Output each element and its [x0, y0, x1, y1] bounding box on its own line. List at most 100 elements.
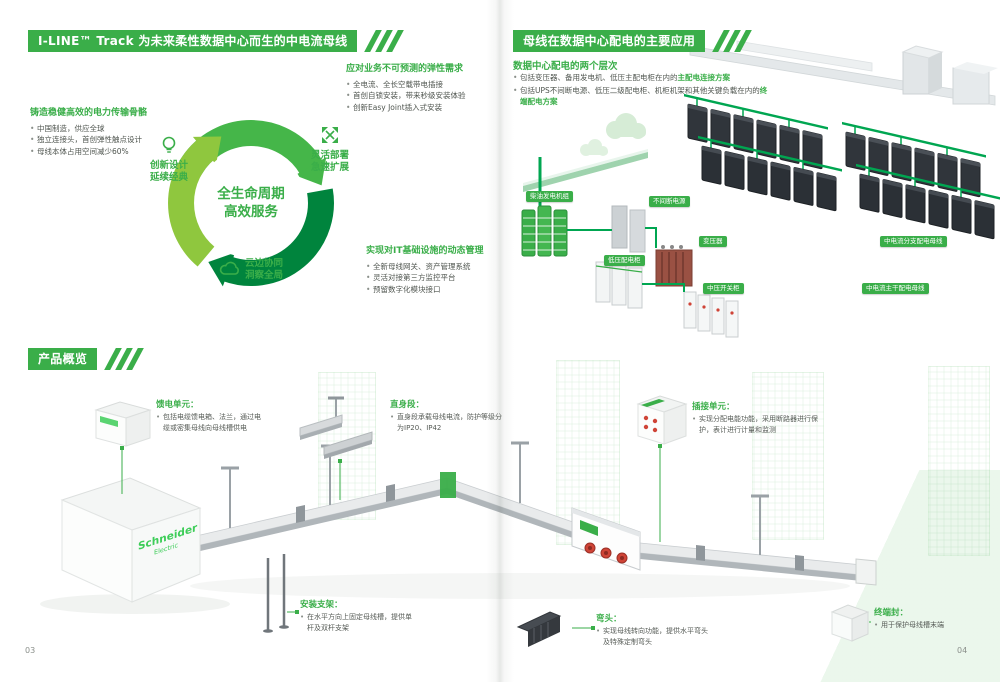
lifecycle-ring-diagram: [168, 120, 334, 287]
callout-feed-unit: 馈电单元： 包括电缆馈电箱、法兰，通过电缆或密集母线向母线槽供电: [156, 398, 264, 433]
feature-bullets: 全电流、全长空载带电插接 首创自锁安装，带来秒级安装体验 创新Easy Join…: [346, 79, 498, 114]
ring-arrow-icon: [208, 252, 236, 287]
overview-header-banner: 产品概览: [28, 348, 145, 370]
callout-elbow: 弯头： 实现母线转向功能，提供水平弯头及特殊定制弯头: [596, 612, 714, 647]
bracket-rods: [263, 554, 289, 633]
rail-end-cap: [855, 558, 877, 586]
monitor-unit: [571, 507, 641, 571]
feature-bullets: 中国制造，供应全球 独立连接头，首创弹性触点设计 母线本体占用空间减少60%: [30, 123, 156, 158]
rack-row: [856, 163, 1000, 240]
callout-desc: 用于保护母线槽末端: [874, 620, 966, 631]
power-links: [567, 227, 685, 292]
bullet-item: 母线本体占用空间减少60%: [30, 146, 156, 158]
schneider-feed-box: Schneider Electric: [60, 477, 202, 603]
easy-joint: [440, 472, 456, 498]
bullet-text: 包括变压器、备用发电机、低压主配电柜在内的: [520, 73, 678, 82]
ring-arrow-icon: [192, 136, 222, 165]
label-trunk-busway: 中电流主干配电母线: [862, 283, 929, 294]
ring-arrow-icon: [295, 157, 327, 186]
bullet-item: 独立连接头，首创弹性触点设计: [30, 134, 156, 146]
connector-nodes: [120, 444, 662, 630]
bullet-item: 包括UPS不间断电源、低压二级配电柜、机柜机架和其他关键负载在内的终端配电方案: [513, 85, 771, 108]
feature-block-backbone: 铸造稳健高效的电力传输骨骼 中国制造，供应全球 独立连接头，首创弹性触点设计 母…: [30, 108, 156, 158]
right-header-banner: 母线在数据中心配电的主要应用: [513, 30, 753, 52]
page-number-right: 04: [957, 646, 968, 655]
left-header-banner: I-LINE™ Track 为未来柔性数据中心而生的中电流母线: [28, 30, 405, 52]
cloud-icon: [219, 261, 239, 275]
ring-center: [196, 148, 306, 258]
overhead-ducts: [689, 40, 998, 106]
lifecycle-center-line2: 高效服务: [224, 204, 278, 221]
bullet-item: 创新Easy Joint插入式安装: [346, 102, 498, 114]
callout-title: 直身段：: [390, 400, 425, 410]
label-transformer: 变压器: [699, 236, 727, 247]
ring-segment-left: [168, 139, 215, 267]
feature-block-flex: 应对业务不可预测的弹性需求 全电流、全长空载带电插接 首创自锁安装，带来秒级安装…: [346, 64, 498, 114]
endcap-icon: [830, 604, 870, 642]
hatch-decoration-icon: [712, 30, 753, 52]
label-branch-busway: 中电流分支配电母线: [880, 236, 947, 247]
callout-desc: 实现分配电能功能，采用断路器进行保护，表计进行计量和监测: [692, 414, 820, 435]
monitor-screen: [580, 520, 598, 536]
diesel-generator: [521, 205, 568, 257]
bullet-item: 全新母线网关、资产管理系统: [366, 261, 516, 273]
overview-title: 产品概览: [28, 348, 98, 370]
left-page-title: I-LINE™ Track 为未来柔性数据中心而生的中电流母线: [28, 30, 358, 52]
bullet-item: 包括变压器、备用发电机、低压主配电柜在内的主配电连接方案: [513, 72, 771, 84]
mv-switchgear: [683, 291, 739, 338]
callout-endcap: 终端封： 用于保护母线槽末端: [874, 606, 966, 631]
expand-arrows-icon: [322, 127, 338, 143]
page-number-left: 03: [25, 646, 36, 655]
callout-title: 安装支架：: [300, 600, 343, 610]
ups-units: [611, 205, 646, 253]
feature-title: 应对业务不可预测的弹性需求: [346, 64, 464, 74]
callout-desc: 实现母线转向功能，提供水平弯头及特殊定制弯头: [596, 626, 714, 647]
label-mv-switchgear: 中压开关柜: [703, 283, 744, 294]
callout-desc: 包括电缆馈电箱、法兰，通过电缆或密集母线向母线槽供电: [156, 412, 264, 433]
bullet-text: 包括UPS不间断电源、低压二级配电柜、机柜机架和其他关键负载在内的: [520, 85, 760, 95]
badge-deploy: 灵活部署 急速扩展: [300, 124, 360, 175]
label-ups: 不间断电源: [649, 196, 690, 207]
shadow: [40, 594, 230, 614]
lightbulb-icon: [162, 136, 176, 153]
elbow-icon: [516, 611, 562, 647]
right-page-title: 母线在数据中心配电的主要应用: [513, 30, 706, 52]
right-subtitle: 数据中心配电的两个层次: [513, 61, 618, 72]
straight-section-icon: [299, 396, 373, 459]
rack-row: [842, 121, 986, 198]
badge-cloud: 云边协同 洞察全局: [218, 258, 314, 283]
feed-unit-icon: [94, 401, 152, 447]
rack-row: [698, 135, 842, 212]
label-lv-panel: 低压配电柜: [604, 255, 645, 266]
hatch-decoration-icon: [364, 30, 405, 52]
badge-design: 创新设计 延续经典: [133, 134, 205, 185]
badge-text: 灵活部署 急速扩展: [310, 150, 349, 174]
hatch-decoration-icon: [104, 348, 145, 370]
shadow: [190, 573, 850, 599]
lifecycle-center-line1: 全生命周期: [217, 186, 285, 202]
feature-block-it: 实现对IT基础设施的动态管理 全新母线网关、资产管理系统 灵活对接第三方监控平台…: [366, 246, 516, 296]
watermark-building: [752, 372, 824, 540]
callout-title: 插接单元：: [692, 402, 735, 412]
bullet-highlight: 主配电连接方案: [677, 73, 731, 82]
right-bullet-list: 包括变压器、备用发电机、低压主配电柜在内的主配电连接方案 包括UPS不间断电源、…: [513, 72, 771, 109]
lv-panels: [595, 261, 643, 309]
callout-title: 馈电单元：: [156, 400, 199, 410]
bullet-item: 首创自锁安装，带来秒级安装体验: [346, 90, 498, 102]
transformer: [655, 245, 693, 287]
bullet-item: 中国制造，供应全球: [30, 123, 156, 135]
busway-rail: [195, 472, 877, 586]
label-generator: 柴油发电机组: [526, 191, 573, 202]
bullet-highlight: 终端配电方案: [520, 85, 768, 107]
cloud-icon: [580, 139, 608, 156]
bullet-item: 全电流、全长空载带电插接: [346, 79, 498, 91]
callout-desc: 直身段承载母线电流，防护等级分为IP20、IP42: [390, 412, 502, 433]
feature-title: 铸造稳健高效的电力传输骨骼: [30, 108, 148, 118]
badge-text: 创新设计 延续经典: [149, 160, 188, 184]
plugin-unit-icon: [636, 395, 688, 445]
cloud-icon: [606, 113, 646, 139]
ring-segment-right: [222, 188, 334, 286]
callout-title: 终端封：: [874, 608, 909, 618]
lifecycle-center-text: 全生命周期 高效服务: [203, 185, 299, 221]
